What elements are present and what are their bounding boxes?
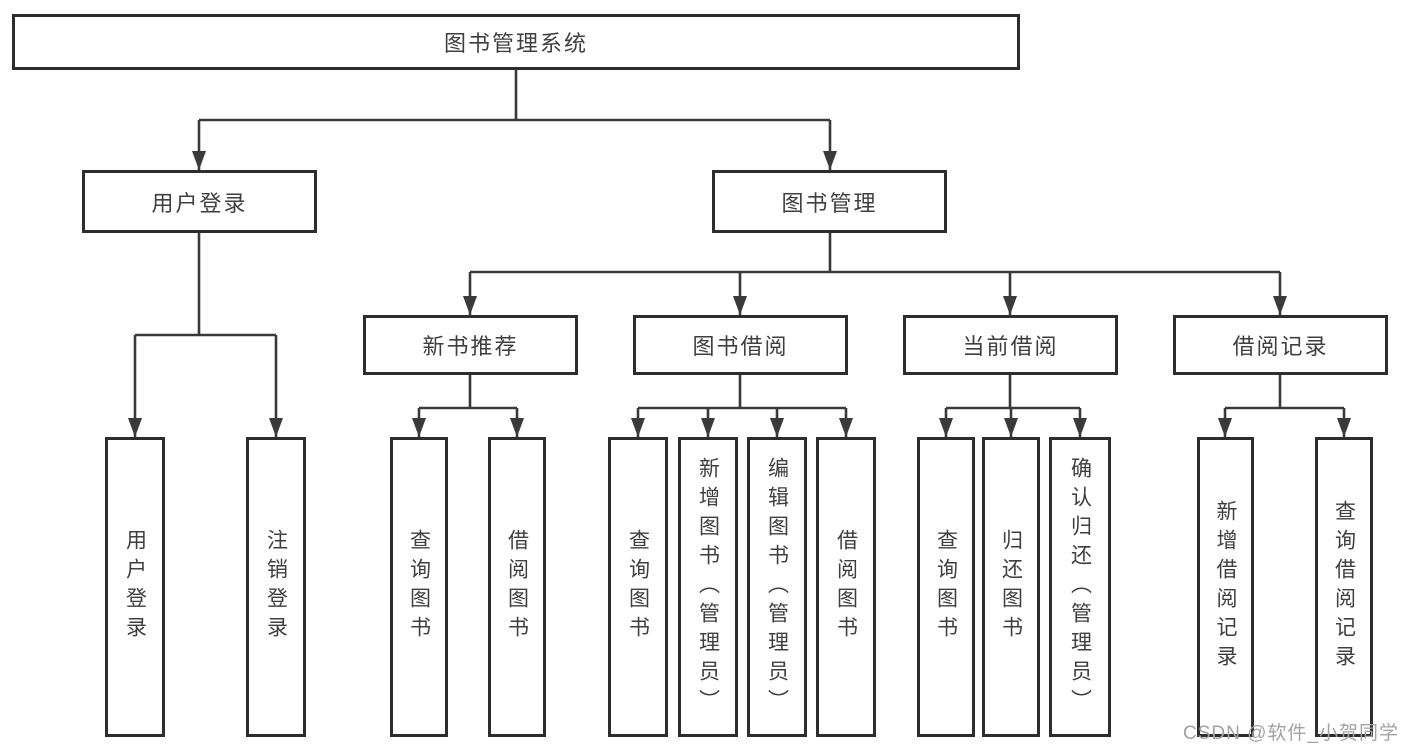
connector-user-login-to-leaves <box>128 233 283 437</box>
node-user-login: 用户登录 <box>82 170 317 233</box>
leaf-bb-add-book-admin: 新增图书（管理员） <box>678 437 738 737</box>
node-borrowing-records-label: 借阅记录 <box>1232 334 1329 359</box>
leaf-user-login: 用户登录 <box>105 437 165 737</box>
arrowhead <box>1073 418 1087 437</box>
leaf-br-add-record: 新增借阅记录 <box>1197 437 1254 737</box>
arrowhead <box>192 151 206 170</box>
node-root-system: 图书管理系统 <box>12 14 1020 70</box>
arrowhead <box>1337 418 1351 437</box>
arrowhead <box>839 418 853 437</box>
leaf-bb-add-book-admin-label: 新增图书（管理员） <box>696 456 720 718</box>
arrowhead <box>733 296 747 315</box>
leaf-cb-query-book-label: 查询图书 <box>934 529 958 645</box>
leaf-nbr-borrow-book: 借阅图书 <box>488 437 546 737</box>
connector-book-management-to-level3 <box>463 233 1287 315</box>
leaf-nbr-query-book-label: 查询图书 <box>407 529 431 645</box>
arrowhead <box>823 151 837 170</box>
leaf-logout-label: 注销登录 <box>264 529 288 645</box>
leaf-bb-borrow-book: 借阅图书 <box>816 437 876 737</box>
node-root-label: 图书管理系统 <box>443 31 588 56</box>
arrowhead <box>1004 418 1018 437</box>
leaf-logout: 注销登录 <box>246 437 306 737</box>
node-book-management: 图书管理 <box>712 170 947 233</box>
arrowhead <box>939 418 953 437</box>
connector-book-borrowing-to-leaves <box>631 375 853 437</box>
arrowhead <box>1273 296 1287 315</box>
arrowhead <box>770 418 784 437</box>
connector-new-book-recommend-to-leaves <box>412 375 524 437</box>
node-borrowing-records: 借阅记录 <box>1173 315 1388 375</box>
node-book-management-label: 图书管理 <box>781 190 878 216</box>
leaf-br-query-record: 查询借阅记录 <box>1315 437 1373 737</box>
leaf-user-login-label: 用户登录 <box>123 529 147 645</box>
node-new-book-recommend: 新书推荐 <box>363 315 578 375</box>
node-book-borrowing-label: 图书借阅 <box>692 334 789 359</box>
leaf-br-query-record-label: 查询借阅记录 <box>1332 500 1356 674</box>
arrowhead <box>269 418 283 437</box>
arrowhead <box>701 418 715 437</box>
node-book-borrowing: 图书借阅 <box>633 315 848 375</box>
leaf-nbr-query-book: 查询图书 <box>390 437 448 737</box>
connector-borrowing-records-to-leaves <box>1218 375 1351 437</box>
arrowhead <box>412 418 426 437</box>
leaf-bb-borrow-book-label: 借阅图书 <box>834 529 858 645</box>
arrowhead <box>128 418 142 437</box>
node-new-book-recommend-label: 新书推荐 <box>422 334 519 359</box>
leaf-cb-return-book: 归还图书 <box>982 437 1040 737</box>
arrowhead <box>1003 296 1017 315</box>
leaf-cb-confirm-return-admin-label: 确认归还（管理员） <box>1068 456 1092 718</box>
arrowhead <box>510 418 524 437</box>
leaf-cb-confirm-return-admin: 确认归还（管理员） <box>1049 437 1111 737</box>
arrowhead <box>1218 418 1232 437</box>
leaf-br-add-record-label: 新增借阅记录 <box>1214 500 1237 674</box>
node-user-login-label: 用户登录 <box>151 190 248 216</box>
arrowhead <box>631 418 645 437</box>
connector-root-to-level2 <box>192 70 837 170</box>
leaf-cb-return-book-label: 归还图书 <box>999 529 1023 645</box>
connector-current-borrowing-to-leaves <box>939 375 1087 437</box>
leaf-bb-query-book-label: 查询图书 <box>626 529 650 645</box>
csdn-watermark: CSDN @软件_小贺同学 <box>1183 723 1399 744</box>
leaf-bb-edit-book-admin-label: 编辑图书（管理员） <box>765 456 789 718</box>
leaf-nbr-borrow-book-label: 借阅图书 <box>505 529 529 645</box>
leaf-bb-edit-book-admin: 编辑图书（管理员） <box>747 437 807 737</box>
leaf-cb-query-book: 查询图书 <box>917 437 975 737</box>
arrowhead <box>463 296 477 315</box>
leaf-bb-query-book: 查询图书 <box>608 437 668 737</box>
node-current-borrowing: 当前借阅 <box>903 315 1118 375</box>
node-current-borrowing-label: 当前借阅 <box>962 334 1059 359</box>
